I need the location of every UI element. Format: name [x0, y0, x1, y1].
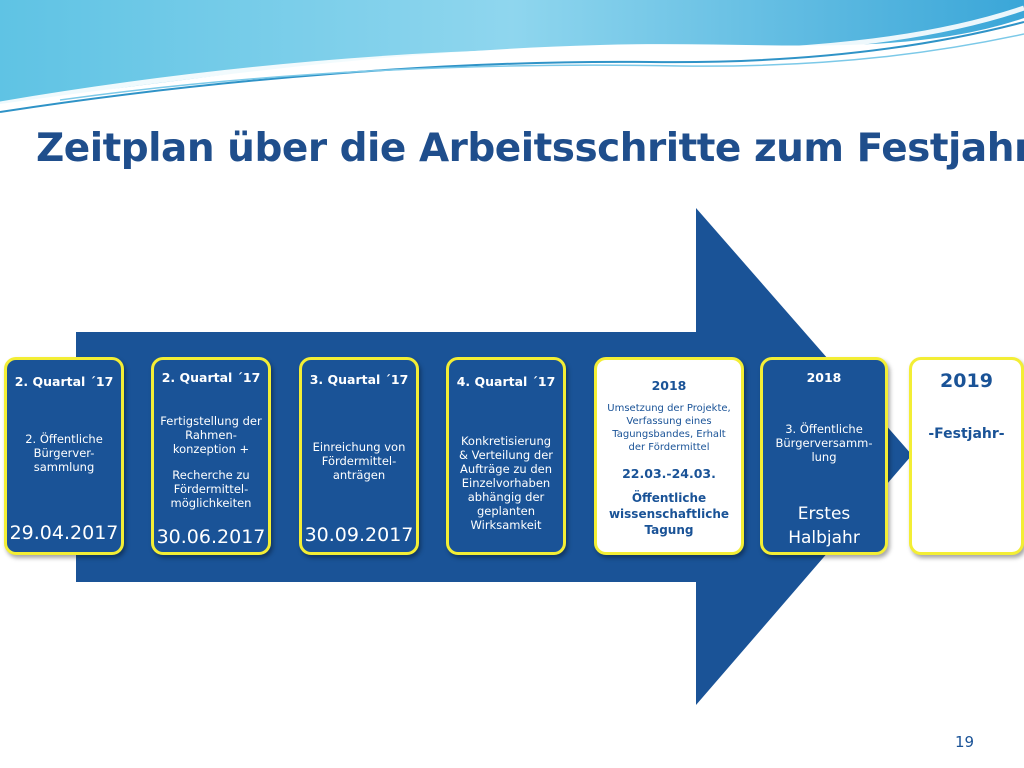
- card-header: 3. Quartal ´17: [309, 372, 409, 387]
- card-header: 2. Quartal ´17: [14, 374, 114, 389]
- card-text: -Festjahr-: [928, 426, 1005, 442]
- card-date: 30.06.2017: [156, 526, 266, 548]
- card-text: 3. Öffentliche Bürgerversamm-lung: [775, 422, 873, 464]
- card-header: 4. Quartal ´17: [456, 374, 556, 389]
- card-header: 2. Quartal ´17: [161, 370, 261, 385]
- timeline-card-q2-2017-a: 2. Quartal ´17 2. Öffentliche Bürgerver-…: [4, 357, 124, 555]
- card-header: 2019: [940, 370, 993, 392]
- card-text: Umsetzung der Projekte, Verfassung eines…: [607, 403, 731, 453]
- timeline-card-q2-2017-b: 2. Quartal ´17 Fertigstellung der Rahmen…: [151, 357, 271, 555]
- card-date: Erstes Halbjahr: [788, 504, 860, 548]
- wave-decoration: [0, 0, 1024, 113]
- timeline-card-q3-2017: 3. Quartal ´17 Einreichung von Fördermit…: [299, 357, 419, 555]
- page-number: 19: [955, 733, 975, 751]
- timeline-card-q4-2017: 4. Quartal ´17 Konkretisierung & Verteil…: [446, 357, 566, 555]
- card-text: Konkretisierung & Verteilung der Aufträg…: [458, 434, 553, 532]
- card-text-secondary: Recherche zu Fördermittel-möglichkeiten: [170, 468, 252, 510]
- card-date: 30.09.2017: [304, 524, 414, 546]
- card-date: 22.03.-24.03.: [622, 466, 716, 481]
- card-date: 29.04.2017: [9, 522, 119, 544]
- page-title: Zeitplan über die Arbeitsschritte zum Fe…: [36, 126, 1024, 171]
- timeline-card-2018-a: 2018 Umsetzung der Projekte, Verfassung …: [594, 357, 744, 555]
- card-text-secondary: Öffentliche wissenschaftliche Tagung: [608, 491, 730, 537]
- card-header: 2018: [806, 370, 842, 385]
- card-text: 2. Öffentliche Bürgerver-sammlung: [25, 432, 103, 474]
- card-text: Fertigstellung der Rahmen-konzeption +: [160, 414, 262, 456]
- card-text: Einreichung von Fördermittel-anträgen: [312, 440, 406, 482]
- card-header: 2018: [651, 378, 687, 393]
- timeline-card-2019: 2019 -Festjahr-: [909, 357, 1024, 555]
- timeline-card-2018-b: 2018 3. Öffentliche Bürgerversamm-lung E…: [760, 357, 888, 555]
